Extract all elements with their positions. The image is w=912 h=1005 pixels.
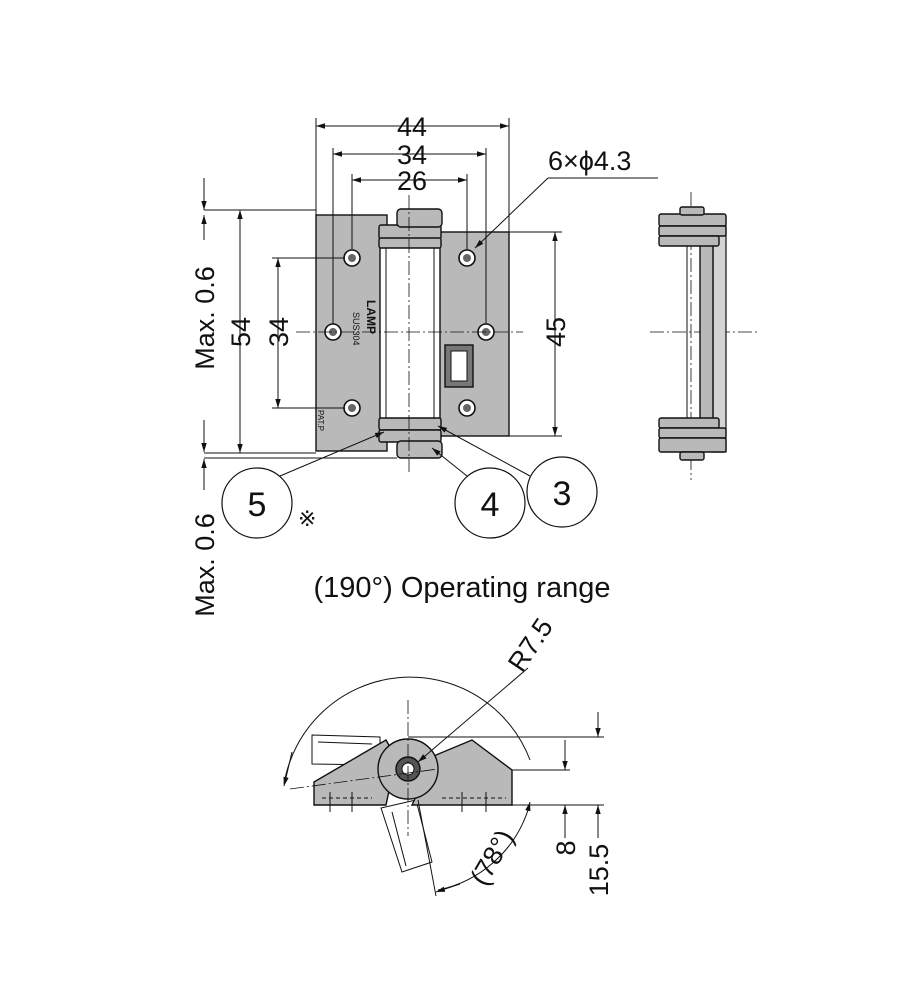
dim-45: 45 [541, 317, 571, 347]
operating-range-arc [283, 676, 531, 785]
right-side-view [650, 192, 760, 480]
pin-bottom [396, 440, 443, 459]
dim-54: 54 [226, 317, 256, 347]
radius-leader [417, 667, 529, 763]
dim-44: 44 [397, 112, 427, 142]
brand-marking: LAMP [364, 300, 378, 334]
dim-34-top: 34 [397, 140, 427, 170]
hole-leader [474, 177, 549, 249]
operating-range-view: (190°) Operating range R7.5 [283, 572, 614, 897]
dim-height-15-5: 15.5 [584, 844, 614, 897]
patent-marking: PAT.P [316, 410, 325, 431]
dim-height-8: 8 [551, 840, 581, 855]
dim-max-top: Max. 0.6 [190, 266, 220, 370]
operating-range-caption: (190°) Operating range [314, 572, 611, 604]
material-marking: SUS304 [351, 312, 361, 346]
callout-note: ※ [298, 506, 316, 531]
dim-radius: R7.5 [502, 613, 559, 677]
pin-top [396, 208, 443, 228]
barrel [379, 231, 441, 437]
front-view: LAMP SUS304 PAT.P 44 34 26 6×ϕ4.3 54 34 [190, 112, 658, 617]
callouts: 5 ※ 4 3 [221, 425, 598, 539]
dim-max-bottom: Max. 0.6 [190, 513, 220, 617]
callout-3: 3 [553, 475, 572, 513]
dim-angle: (78°) [465, 825, 520, 891]
dim-holes: 6×ϕ4.3 [548, 146, 631, 176]
callout-5: 5 [248, 486, 267, 524]
callout-4: 4 [481, 486, 500, 524]
side-leaf [712, 217, 727, 453]
bottom-knuckle [378, 417, 442, 431]
callout-circle [221, 467, 293, 539]
dim-34-vertical: 34 [264, 317, 294, 347]
dim-26: 26 [397, 166, 427, 196]
